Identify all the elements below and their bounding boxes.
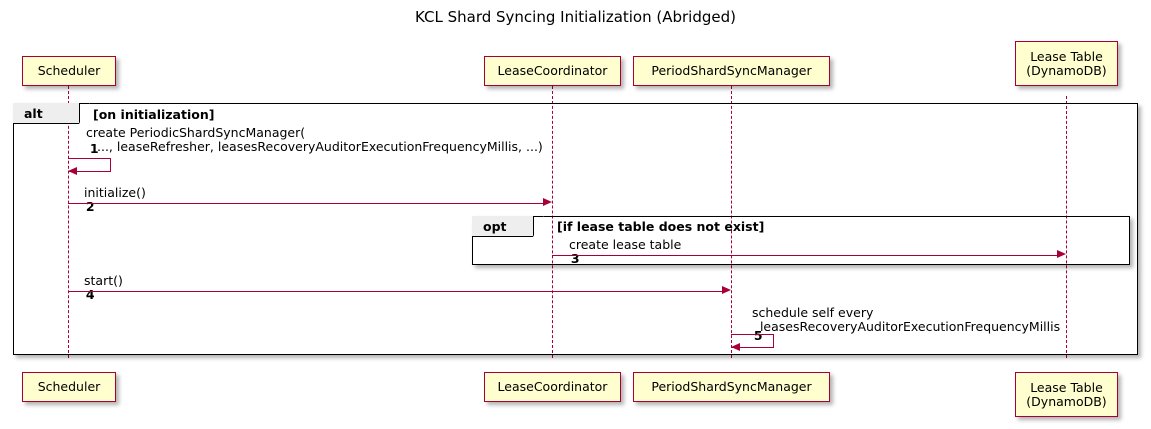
participant-scheduler-bottom[interactable]: Scheduler	[22, 372, 116, 402]
frame-alt-tab-label: alt	[24, 105, 43, 121]
message-5-label: 5	[738, 315, 763, 357]
frame-opt-tab-label: opt	[483, 218, 507, 234]
message-3-label: 3	[555, 238, 580, 280]
message-3-text: create lease table	[569, 237, 682, 252]
participant-label: Lease Table (DynamoDB)	[1026, 379, 1107, 409]
lifeline-lease-coordinator	[552, 86, 553, 358]
message-4-label: 4	[70, 274, 95, 316]
frame-opt-tab: opt	[472, 216, 544, 237]
lifeline-period-shard-sync-manager	[731, 86, 732, 358]
frame-opt-lease-table-missing	[472, 216, 1130, 265]
message-1-text-line1: create PeriodicShardSyncManager(	[86, 125, 306, 140]
participant-lease-coordinator-bottom[interactable]: LeaseCoordinator	[484, 372, 621, 402]
message-5-text-line2: leasesRecoveryAuditorExecutionFrequencyM…	[752, 319, 1061, 334]
diagram-title: KCL Shard Syncing Initialization (Abridg…	[415, 8, 736, 26]
frame-alt-tab: alt	[13, 103, 90, 124]
message-2-arrow-line	[68, 203, 545, 204]
message-4-number: 4	[85, 287, 95, 302]
message-4-text: start()	[84, 273, 123, 288]
participant-label: Scheduler	[37, 63, 101, 78]
message-1-label: 1	[74, 128, 99, 170]
participant-scheduler-top[interactable]: Scheduler	[22, 56, 116, 86]
message-2-arrow-head	[543, 198, 552, 206]
participant-label: PeriodShardSyncManager	[651, 379, 812, 394]
participant-label: PeriodShardSyncManager	[651, 63, 812, 78]
participant-label: Scheduler	[37, 379, 101, 394]
message-3-arrow-head	[1057, 250, 1066, 258]
message-1-text-line2: ..., leaseRefresher, leasesRecoveryAudit…	[97, 139, 543, 154]
participant-period-shard-sync-manager-top[interactable]: PeriodShardSyncManager	[633, 56, 830, 86]
message-3-number: 3	[570, 251, 580, 266]
lifeline-scheduler	[68, 86, 69, 358]
message-5-text-line1: schedule self every	[752, 305, 874, 320]
message-1-number: 1	[89, 141, 99, 156]
participant-lease-table-top[interactable]: Lease Table (DynamoDB)	[1015, 41, 1118, 86]
participant-lease-table-bottom[interactable]: Lease Table (DynamoDB)	[1015, 372, 1118, 417]
lifeline-lease-table	[1066, 96, 1067, 358]
frame-alt-on-initialization	[13, 103, 1138, 355]
participant-period-shard-sync-manager-bottom[interactable]: PeriodShardSyncManager	[633, 372, 830, 402]
message-5-arrow-head	[731, 343, 740, 351]
frame-opt-condition: [if lease table does not exist]	[557, 219, 765, 234]
message-1-self-loop	[68, 158, 111, 172]
message-1-arrow-head	[68, 167, 77, 175]
frame-alt-condition: [on initialization]	[93, 107, 215, 122]
message-2-number: 2	[85, 199, 95, 214]
message-3-arrow-line	[552, 255, 1059, 256]
participant-label: Lease Table (DynamoDB)	[1026, 48, 1107, 78]
message-2-text: initialize()	[84, 185, 146, 200]
message-5-self-loop	[731, 334, 774, 348]
message-4-arrow-head	[722, 286, 731, 294]
message-2-label: 2	[70, 186, 95, 228]
message-5-number: 5	[753, 328, 763, 343]
participant-lease-coordinator-top[interactable]: LeaseCoordinator	[484, 56, 621, 86]
participant-label: LeaseCoordinator	[497, 63, 608, 78]
message-4-arrow-line	[68, 291, 724, 292]
participant-label: LeaseCoordinator	[497, 379, 608, 394]
